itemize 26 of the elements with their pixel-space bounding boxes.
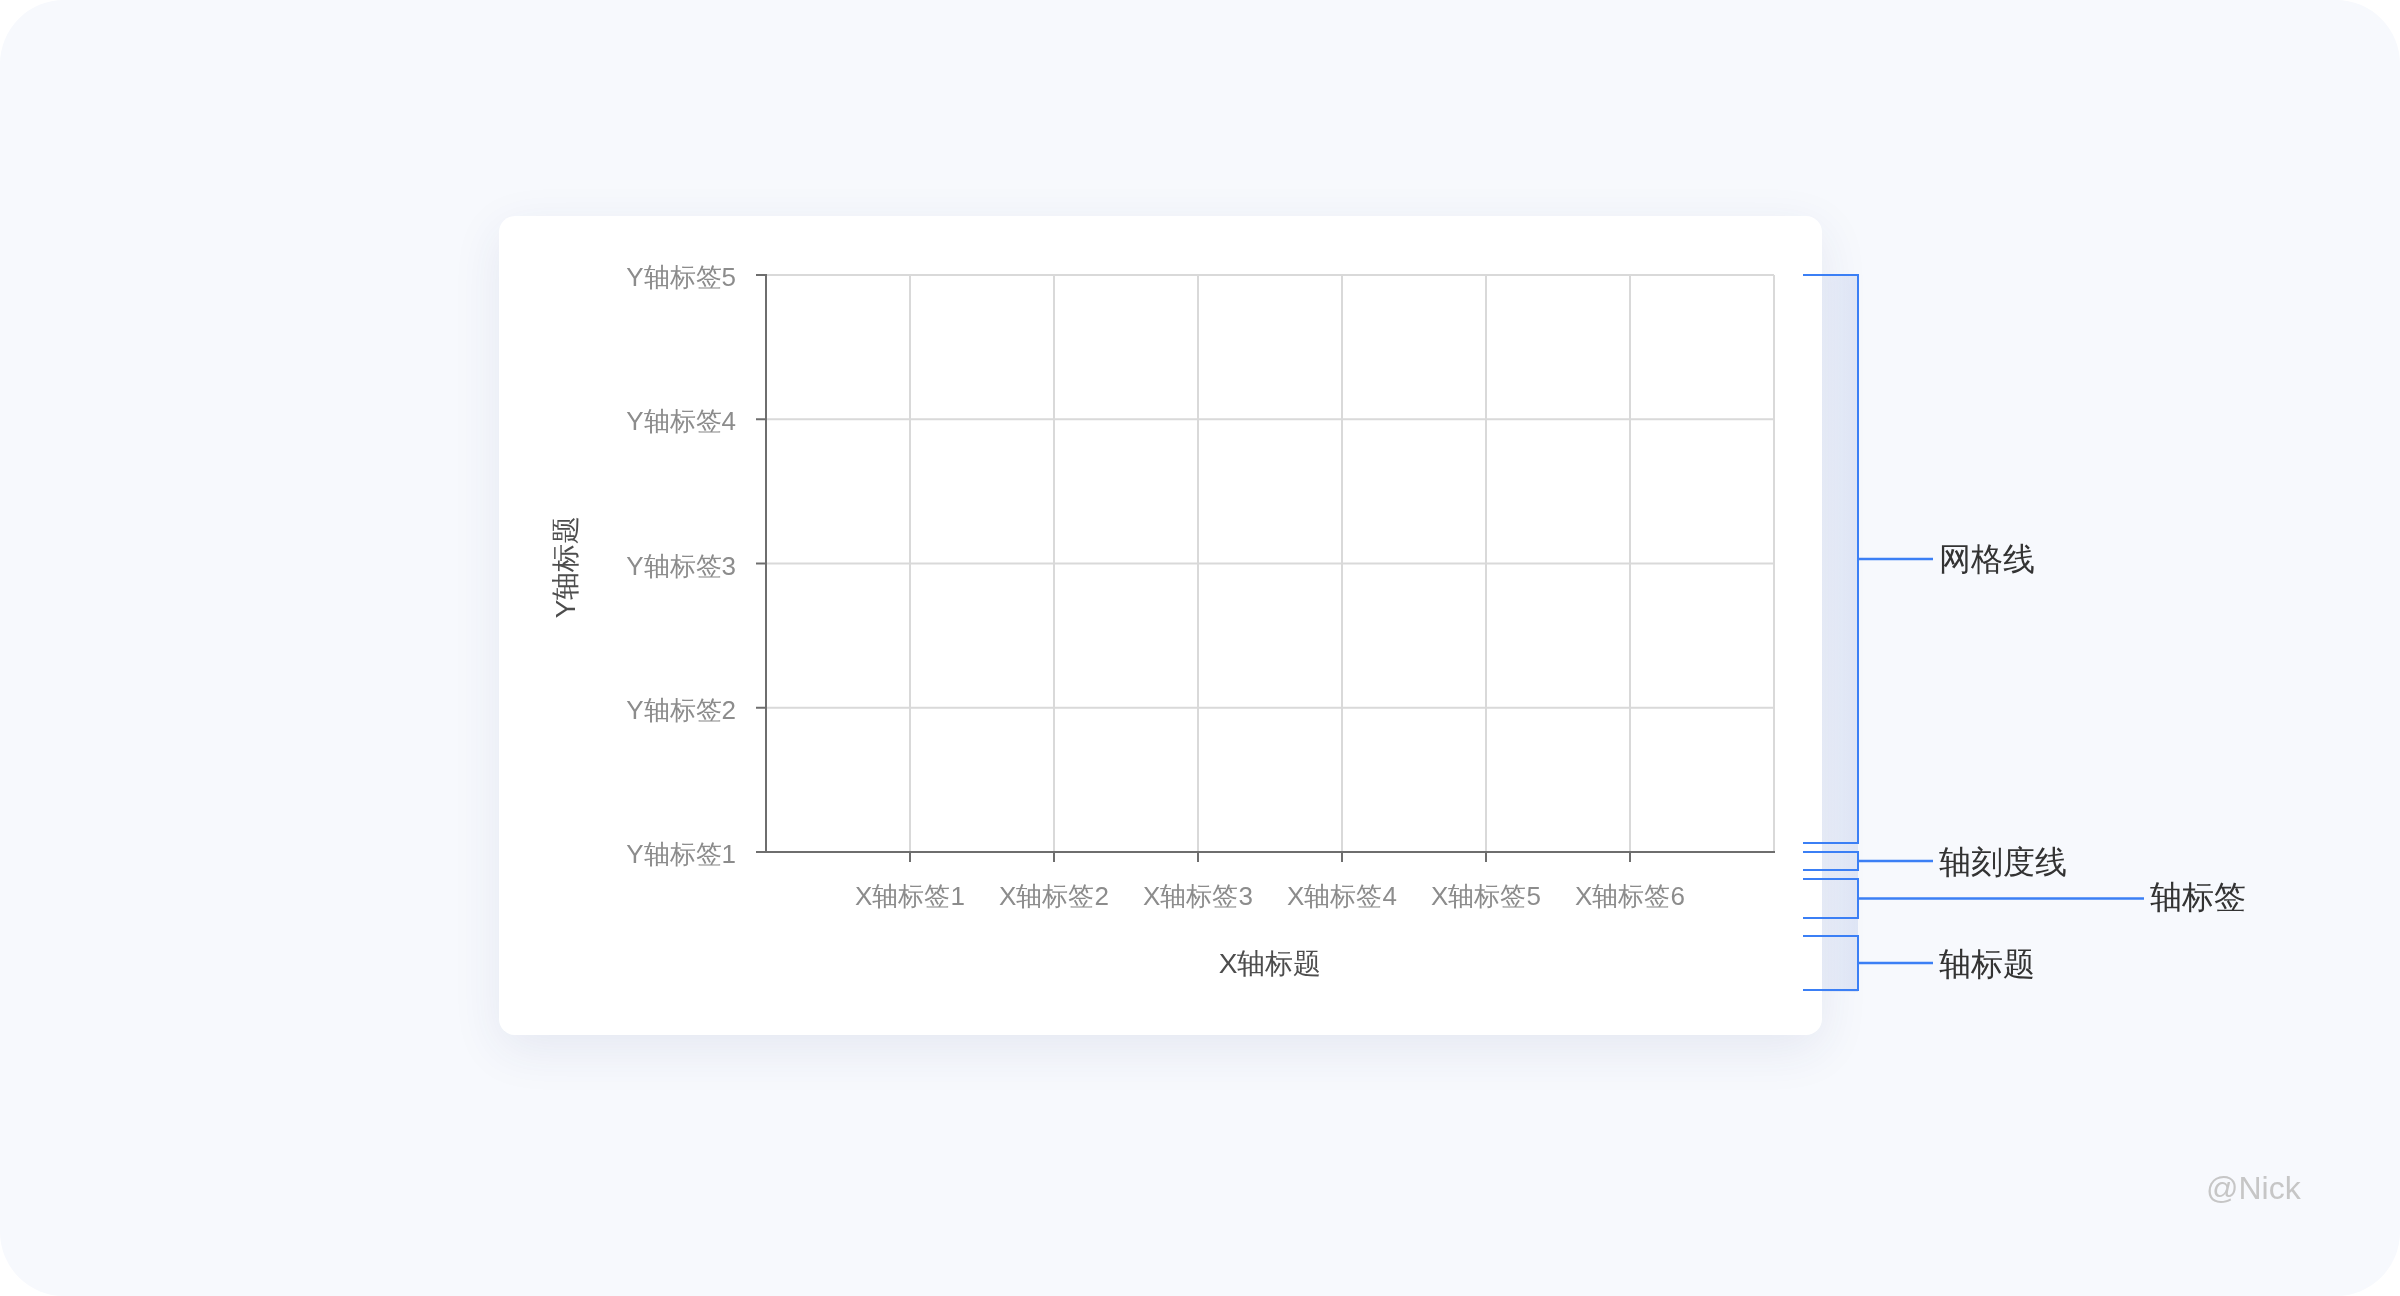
leader-line — [1859, 557, 1933, 561]
x-axis-label: X轴标签2 — [999, 882, 1109, 912]
y-axis-label: Y轴标签5 — [626, 263, 736, 293]
leader-line — [1859, 859, 1933, 863]
bracket — [1803, 935, 1859, 991]
x-axis-label: X轴标签6 — [1575, 882, 1685, 912]
leader-line — [1859, 961, 1933, 965]
chart-card — [499, 216, 1822, 1035]
x-axis-label: X轴标签3 — [1143, 882, 1253, 912]
callout-label: 轴标题 — [1939, 945, 2035, 983]
x-axis-label: X轴标签5 — [1431, 882, 1541, 912]
callout-label: 网格线 — [1939, 540, 2035, 578]
y-axis-label: Y轴标签1 — [626, 840, 736, 870]
bracket — [1803, 851, 1859, 871]
x-axis-title: X轴标题 — [1218, 947, 1322, 981]
x-axis-label: X轴标签4 — [1287, 882, 1397, 912]
y-axis-label: Y轴标签2 — [626, 695, 736, 726]
bracket — [1803, 274, 1859, 844]
leader-line — [1859, 897, 2144, 900]
callout-label: 轴标签 — [2150, 878, 2246, 916]
callout-label: 轴刻度线 — [1939, 843, 2067, 881]
y-axis-label: Y轴标签4 — [626, 407, 736, 438]
y-axis-label: Y轴标签3 — [626, 551, 736, 582]
x-axis-label: X轴标签1 — [855, 882, 965, 912]
bracket — [1803, 878, 1859, 919]
y-axis-title: Y轴标题 — [549, 515, 582, 619]
